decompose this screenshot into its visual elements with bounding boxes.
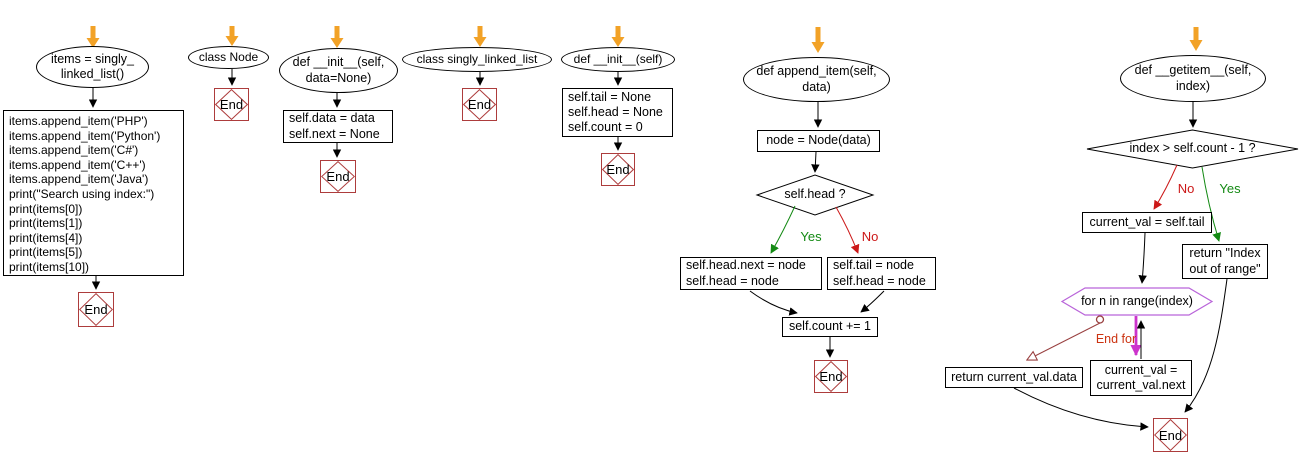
condition-label: index > self.count - 1 ? (1129, 141, 1256, 156)
start-oval-class-sll: class singly_linked_list (402, 47, 552, 72)
edge-yes (770, 205, 796, 254)
loop-hexagon (1060, 287, 1214, 316)
start-arrow (330, 26, 344, 48)
end-diamond-icon (321, 161, 355, 192)
start-oval-class-node: class Node (188, 46, 269, 69)
end-node: End (814, 360, 848, 393)
no-edge-label: No (861, 229, 879, 244)
count-incr-box: self.count += 1 (782, 317, 878, 337)
edge-yes (1201, 166, 1221, 242)
end-diamond-icon (602, 154, 634, 185)
start-arrow (225, 26, 239, 46)
condition-label: self.head ? (784, 187, 846, 202)
statements-box: items.append_item('PHP') items.append_it… (3, 110, 184, 276)
no-edge-label: No (1177, 181, 1195, 196)
end-diamond-icon (1154, 419, 1187, 451)
edge-end-for (1027, 322, 1101, 360)
end-node: End (462, 88, 497, 121)
curval-assign-box: current_val = self.tail (1082, 212, 1212, 233)
return-range-box: return "Index out of range" (1182, 244, 1268, 279)
edge-no (1153, 164, 1178, 210)
edge-retdata-to-end (1013, 387, 1149, 431)
edge-retrange-to-end (1184, 278, 1228, 413)
end-node: End (320, 160, 356, 193)
edge-no-to-count (860, 290, 885, 313)
end-diamond-icon (215, 89, 248, 120)
condition-diamond (755, 174, 875, 216)
end-diamond-icon (815, 361, 847, 392)
yes-edge-label: Yes (1219, 181, 1241, 196)
start-arrow (473, 26, 487, 47)
end-label: End (84, 302, 108, 317)
loop-exit-port (1095, 315, 1105, 324)
start-oval-append-item: def append_item(self, data) (743, 57, 890, 102)
yes-branch-box: self.head.next = node self.head = node (680, 257, 822, 290)
loop-label: for n in range(index) (1081, 293, 1193, 308)
edge-curval-to-loop (1138, 232, 1147, 284)
return-data-box: return current_val.data (945, 367, 1083, 388)
end-label: End (326, 169, 350, 184)
start-arrow (811, 27, 825, 53)
edge-no (835, 206, 860, 254)
assign-box: self.data = data self.next = None (283, 110, 393, 143)
end-label: End (819, 369, 843, 384)
start-oval-node-init: def __init__(self, data=None) (279, 48, 398, 93)
end-for-edge-label: End for (1095, 332, 1137, 346)
edge-yes-to-count (749, 290, 798, 316)
start-arrow (86, 26, 100, 48)
condition-diamond (1086, 129, 1299, 169)
start-oval-items: items = singly_ linked_list() (36, 46, 149, 88)
end-node: End (214, 88, 249, 121)
no-branch-box: self.tail = node self.head = node (827, 257, 936, 290)
assign-box: self.tail = None self.head = None self.c… (562, 88, 673, 137)
end-label: End (219, 97, 244, 112)
end-label: End (606, 162, 630, 177)
start-arrow (611, 26, 625, 47)
end-node: End (1153, 418, 1188, 452)
end-node: End (78, 292, 114, 327)
loop-body-box: current_val = current_val.next (1090, 360, 1192, 396)
end-node: End (601, 153, 635, 186)
start-arrow (1189, 27, 1203, 51)
end-diamond-icon (463, 89, 496, 120)
end-label: End (467, 97, 492, 112)
start-oval-sll-init: def __init__(self) (561, 47, 675, 72)
end-diamond-icon (79, 293, 113, 326)
yes-edge-label: Yes (800, 229, 822, 244)
end-label: End (1158, 427, 1183, 443)
node-assign-box: node = Node(data) (757, 130, 880, 152)
edge-box-to-diamond (811, 151, 820, 173)
start-oval-getitem: def __getitem__(self, index) (1120, 55, 1266, 102)
